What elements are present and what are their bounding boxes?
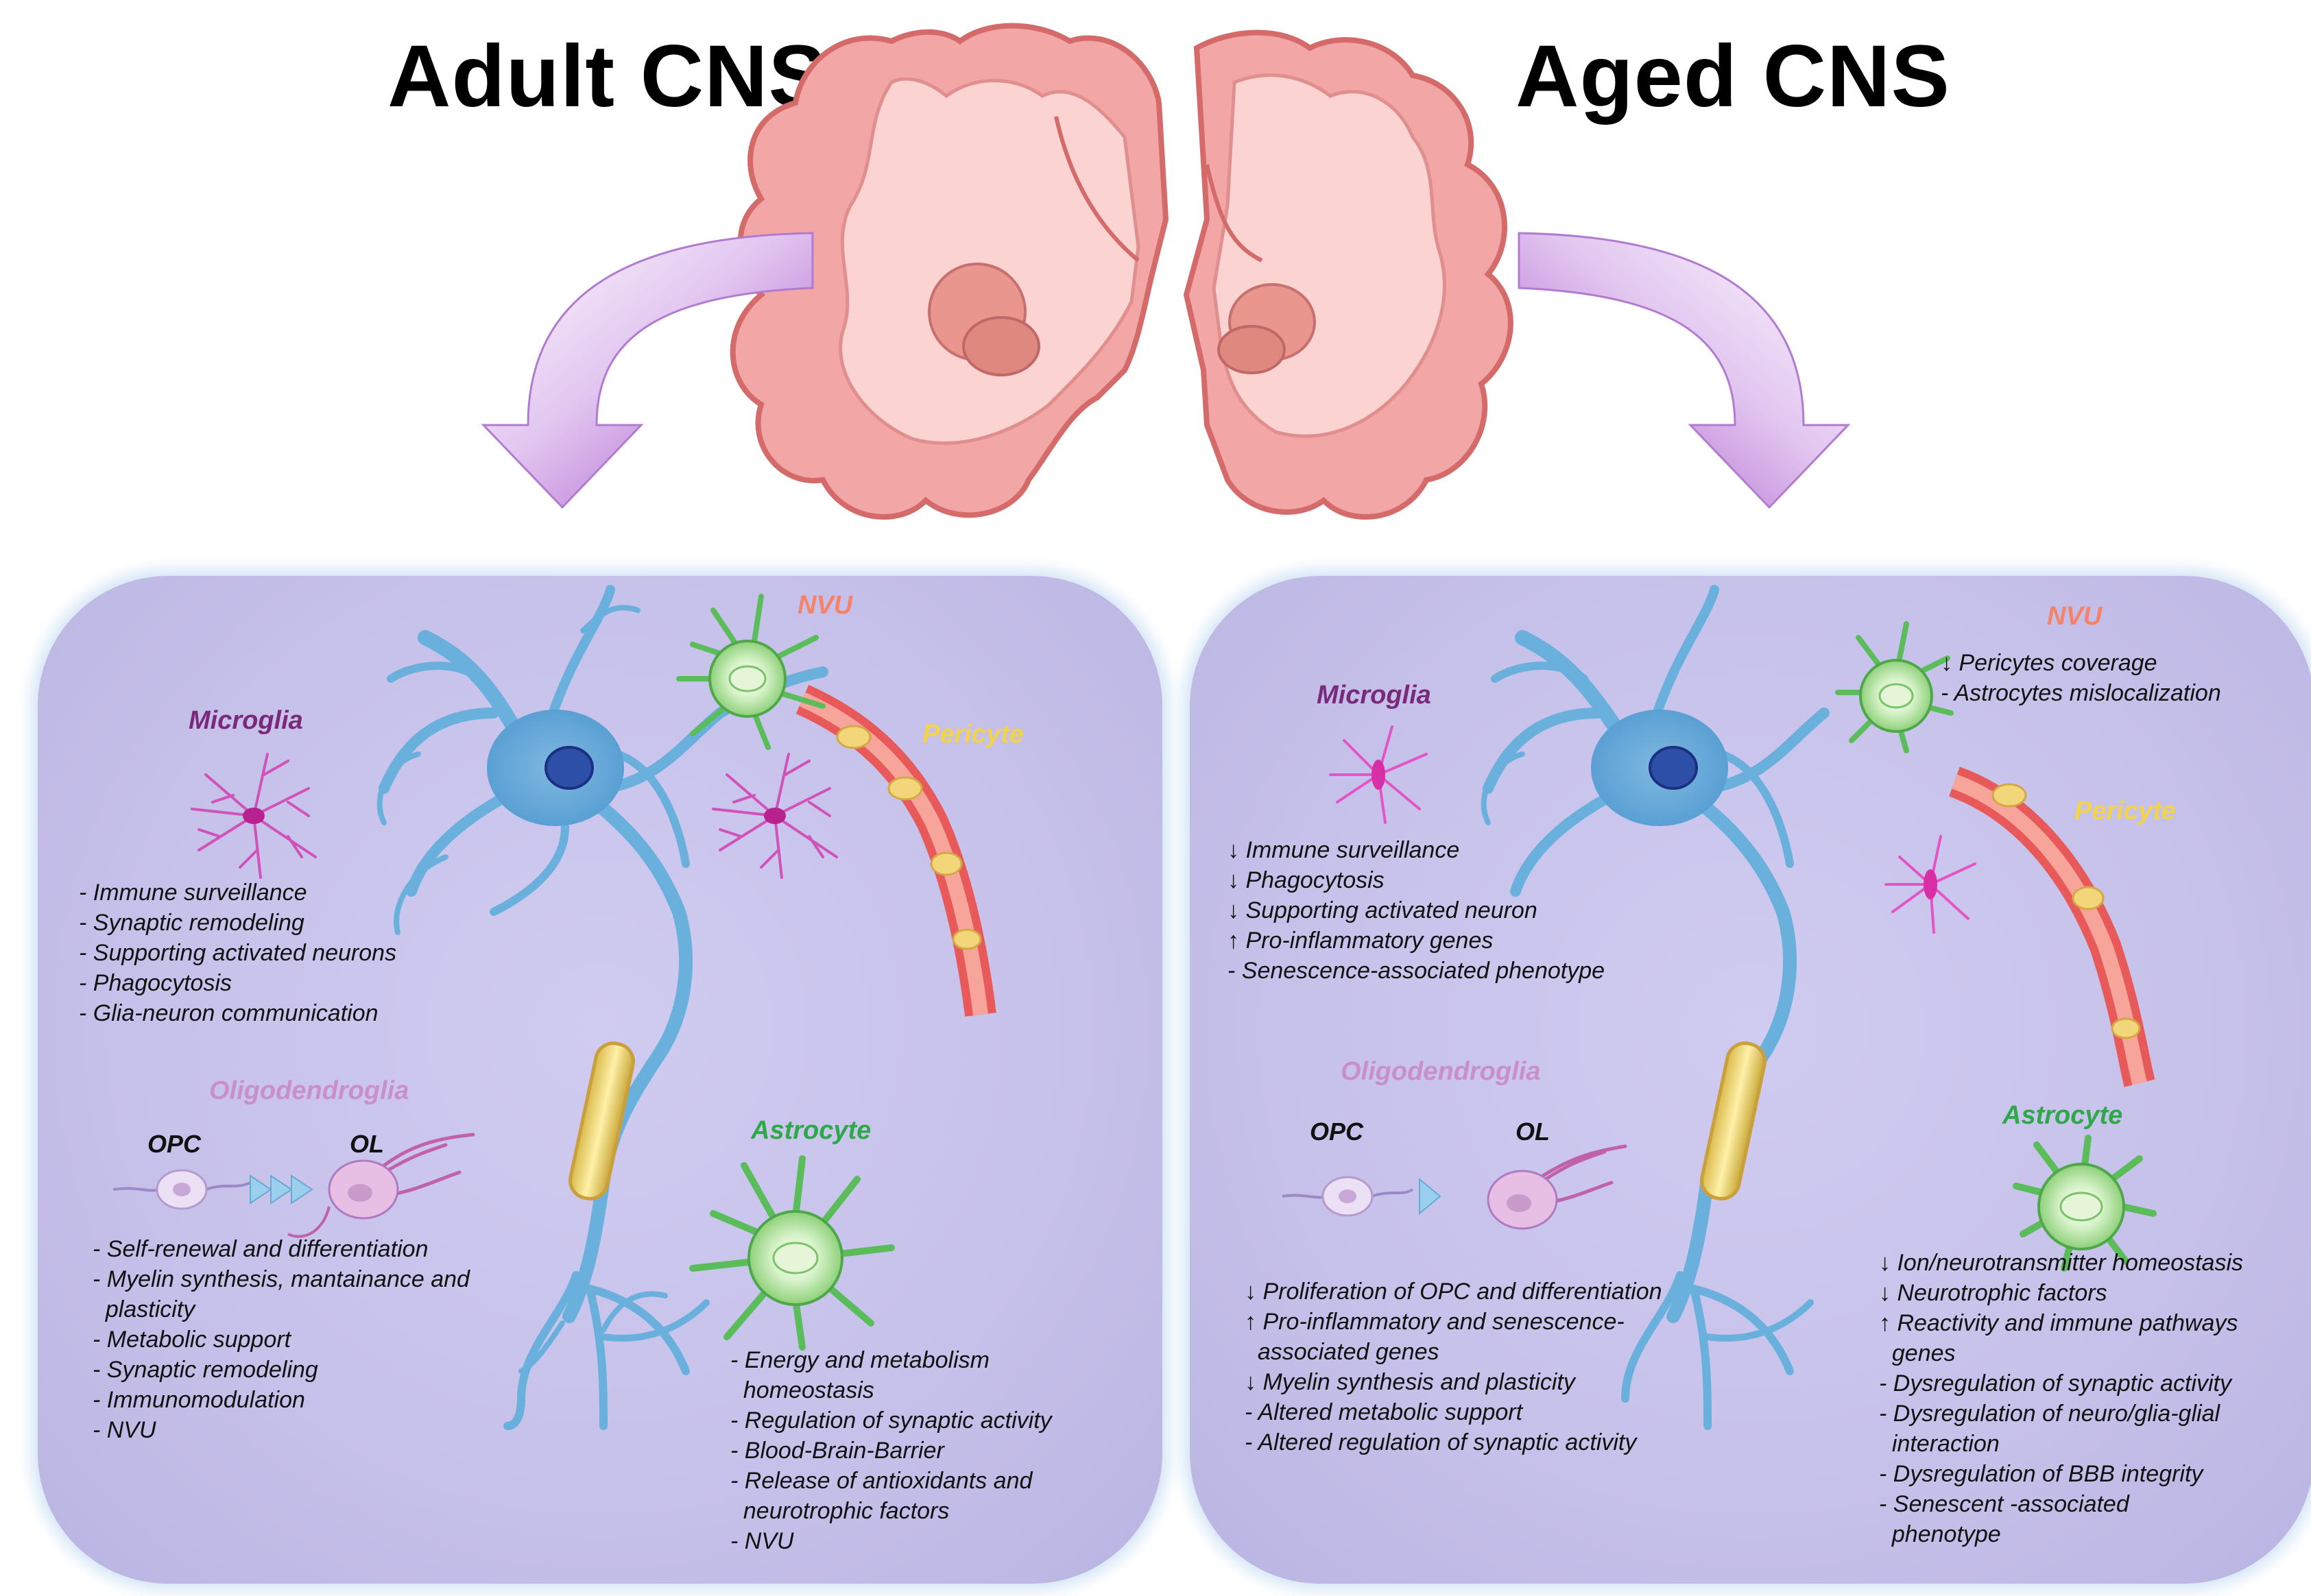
list-item: - Release of antioxidants and [730, 1468, 1033, 1494]
list-item: - Blood-Brain-Barrier [730, 1438, 944, 1464]
list-item: - Regulation of synaptic activity [730, 1407, 1052, 1434]
left-curved-arrow-icon [481, 232, 814, 509]
adult-astrocyte-title: Astrocyte [751, 1116, 872, 1145]
adult-cns-title: Adult CNS [387, 27, 828, 125]
aged-oligodendroglia-title: Oligodendroglia [1341, 1057, 1541, 1086]
list-item: ↓ Proliferation of OPC and differentiati… [1245, 1279, 1662, 1305]
aged-ol-label: OL [1516, 1117, 1550, 1146]
adult-microglia-list: - Immune surveillance - Synaptic remodeli… [79, 878, 396, 1028]
aged-astrocyte-title: Astrocyte [2002, 1101, 2123, 1130]
adult-astrocyte-icon [689, 1155, 895, 1351]
list-item: - Immune surveillance [79, 880, 307, 906]
adult-pericyte-label: Pericyte [922, 720, 1024, 749]
list-item: - Dysregulation of neuro/glia-glial [1879, 1401, 2220, 1427]
aged-microglia-icon [1329, 725, 1428, 824]
list-item: - Immunomodulation [93, 1387, 305, 1413]
list-item: ↓ Ion/neurotransmitter homeostasis [1879, 1250, 2244, 1276]
aged-microglia-title: Microglia [1317, 681, 1431, 710]
list-item: phenotype [1879, 1521, 2001, 1547]
adult-ol-label: OL [350, 1130, 384, 1158]
list-item: associated genes [1245, 1339, 1439, 1365]
list-item: ↓ Immune surveillance [1228, 837, 1460, 863]
brain-icon [730, 23, 1513, 520]
list-item: - Supporting activated neurons [79, 940, 397, 966]
list-item: ↓ Neurotrophic factors [1879, 1280, 2107, 1306]
list-item: - NVU [93, 1417, 156, 1443]
adult-ol-icon [287, 1133, 475, 1238]
list-item: ↑ Reactivity and immune pathways [1879, 1310, 2238, 1336]
adult-microglia-icon [191, 753, 317, 879]
aged-microglia-list: ↓ Immune surveillance ↓ Phagocytosis ↓ Sup… [1228, 835, 1605, 986]
aged-nvu-label: NVU [2047, 602, 2103, 631]
adult-oligodendroglia-list: - Self-renewal and differentiation - Myel… [93, 1234, 470, 1445]
adult-nvu-astrocyte-icon [676, 594, 826, 750]
list-item: - Dysregulation of BBB integrity [1879, 1461, 2203, 1487]
aged-nvu-list: ↓ Pericytes coverage - Astrocytes misloca… [1941, 648, 2221, 708]
list-item: ↓ Supporting activated neuron [1228, 897, 1537, 923]
adult-oligodendroglia-title: Oligodendroglia [209, 1076, 409, 1105]
adult-nvu-label: NVU [798, 591, 853, 620]
aged-oligodendroglia-list: ↓ Proliferation of OPC and differentiati… [1245, 1277, 1662, 1458]
list-item: - Altered regulation of synaptic activit… [1245, 1429, 1637, 1455]
list-item: - NVU [730, 1528, 794, 1554]
aged-blood-vessel-icon [1948, 766, 2155, 1087]
list-item: plasticity [93, 1296, 195, 1322]
adult-pericyte-icon [836, 725, 982, 950]
list-item: - Glia-neuron communication [79, 1000, 379, 1026]
aged-pericyte-label: Pericyte [2074, 797, 2176, 825]
aged-opc-label: OPC [1310, 1117, 1364, 1146]
list-item: - Synaptic remodeling [93, 1357, 318, 1383]
list-item: homeostasis [730, 1377, 874, 1403]
adult-differentiation-arrows-icon [250, 1174, 313, 1205]
list-item: ↓ Myelin synthesis and plasticity [1245, 1369, 1575, 1395]
aged-nvu-astrocyte-icon [1835, 621, 1954, 753]
aged-pericyte-icon [1991, 783, 2141, 1039]
list-item: ↑ Pro-inflammatory genes [1228, 928, 1494, 954]
aged-differentiation-arrow-icon [1419, 1177, 1441, 1216]
list-item: - Synaptic remodeling [79, 910, 304, 936]
adult-astrocyte-list: - Energy and metabolism homeostasis - Reg… [730, 1345, 1052, 1556]
list-item: - Metabolic support [93, 1327, 291, 1353]
adult-microglia-vessel-icon [712, 753, 838, 879]
aged-astrocyte-list: ↓ Ion/neurotransmitter homeostasis ↓ Neur… [1879, 1248, 2243, 1549]
adult-microglia-title: Microglia [189, 706, 303, 735]
list-item: interaction [1879, 1431, 2000, 1457]
list-item: genes [1879, 1340, 1956, 1366]
list-item: - Energy and metabolism [730, 1347, 990, 1373]
list-item: ↓ Phagocytosis [1228, 867, 1385, 893]
aged-myelin-sheath-icon [1700, 1041, 1767, 1200]
aged-microglia-vessel-icon [1884, 835, 1976, 934]
right-curved-arrow-icon [1518, 232, 1851, 509]
aged-ol-icon [1487, 1144, 1627, 1230]
list-item: - Myelin synthesis, mantainance and [93, 1266, 470, 1292]
list-item: - Senescence-associated phenotype [1228, 958, 1605, 984]
adult-neuron-nucleus-icon [544, 746, 594, 790]
list-item: ↓ Pericytes coverage [1941, 650, 2157, 676]
list-item: - Astrocytes mislocalization [1941, 680, 2221, 706]
list-item: - Dysregulation of synaptic activity [1879, 1370, 2231, 1396]
list-item: neurotrophic factors [730, 1498, 950, 1524]
list-item: - Self-renewal and differentiation [93, 1236, 429, 1262]
list-item: ↑ Pro-inflammatory and senescence- [1245, 1309, 1625, 1335]
list-item: - Altered metabolic support [1245, 1399, 1523, 1425]
adult-opc-label: OPC [147, 1130, 202, 1158]
aged-neuron-nucleus-icon [1649, 746, 1698, 790]
aged-astrocyte-icon [2013, 1135, 2157, 1272]
list-item: - Senescent -associated [1879, 1491, 2129, 1517]
adult-myelin-sheath-icon [568, 1041, 635, 1200]
aged-opc-icon [1282, 1176, 1414, 1217]
list-item: - Phagocytosis [79, 970, 232, 996]
aged-cns-title: Aged CNS [1516, 27, 1950, 125]
adult-opc-icon [112, 1169, 251, 1210]
